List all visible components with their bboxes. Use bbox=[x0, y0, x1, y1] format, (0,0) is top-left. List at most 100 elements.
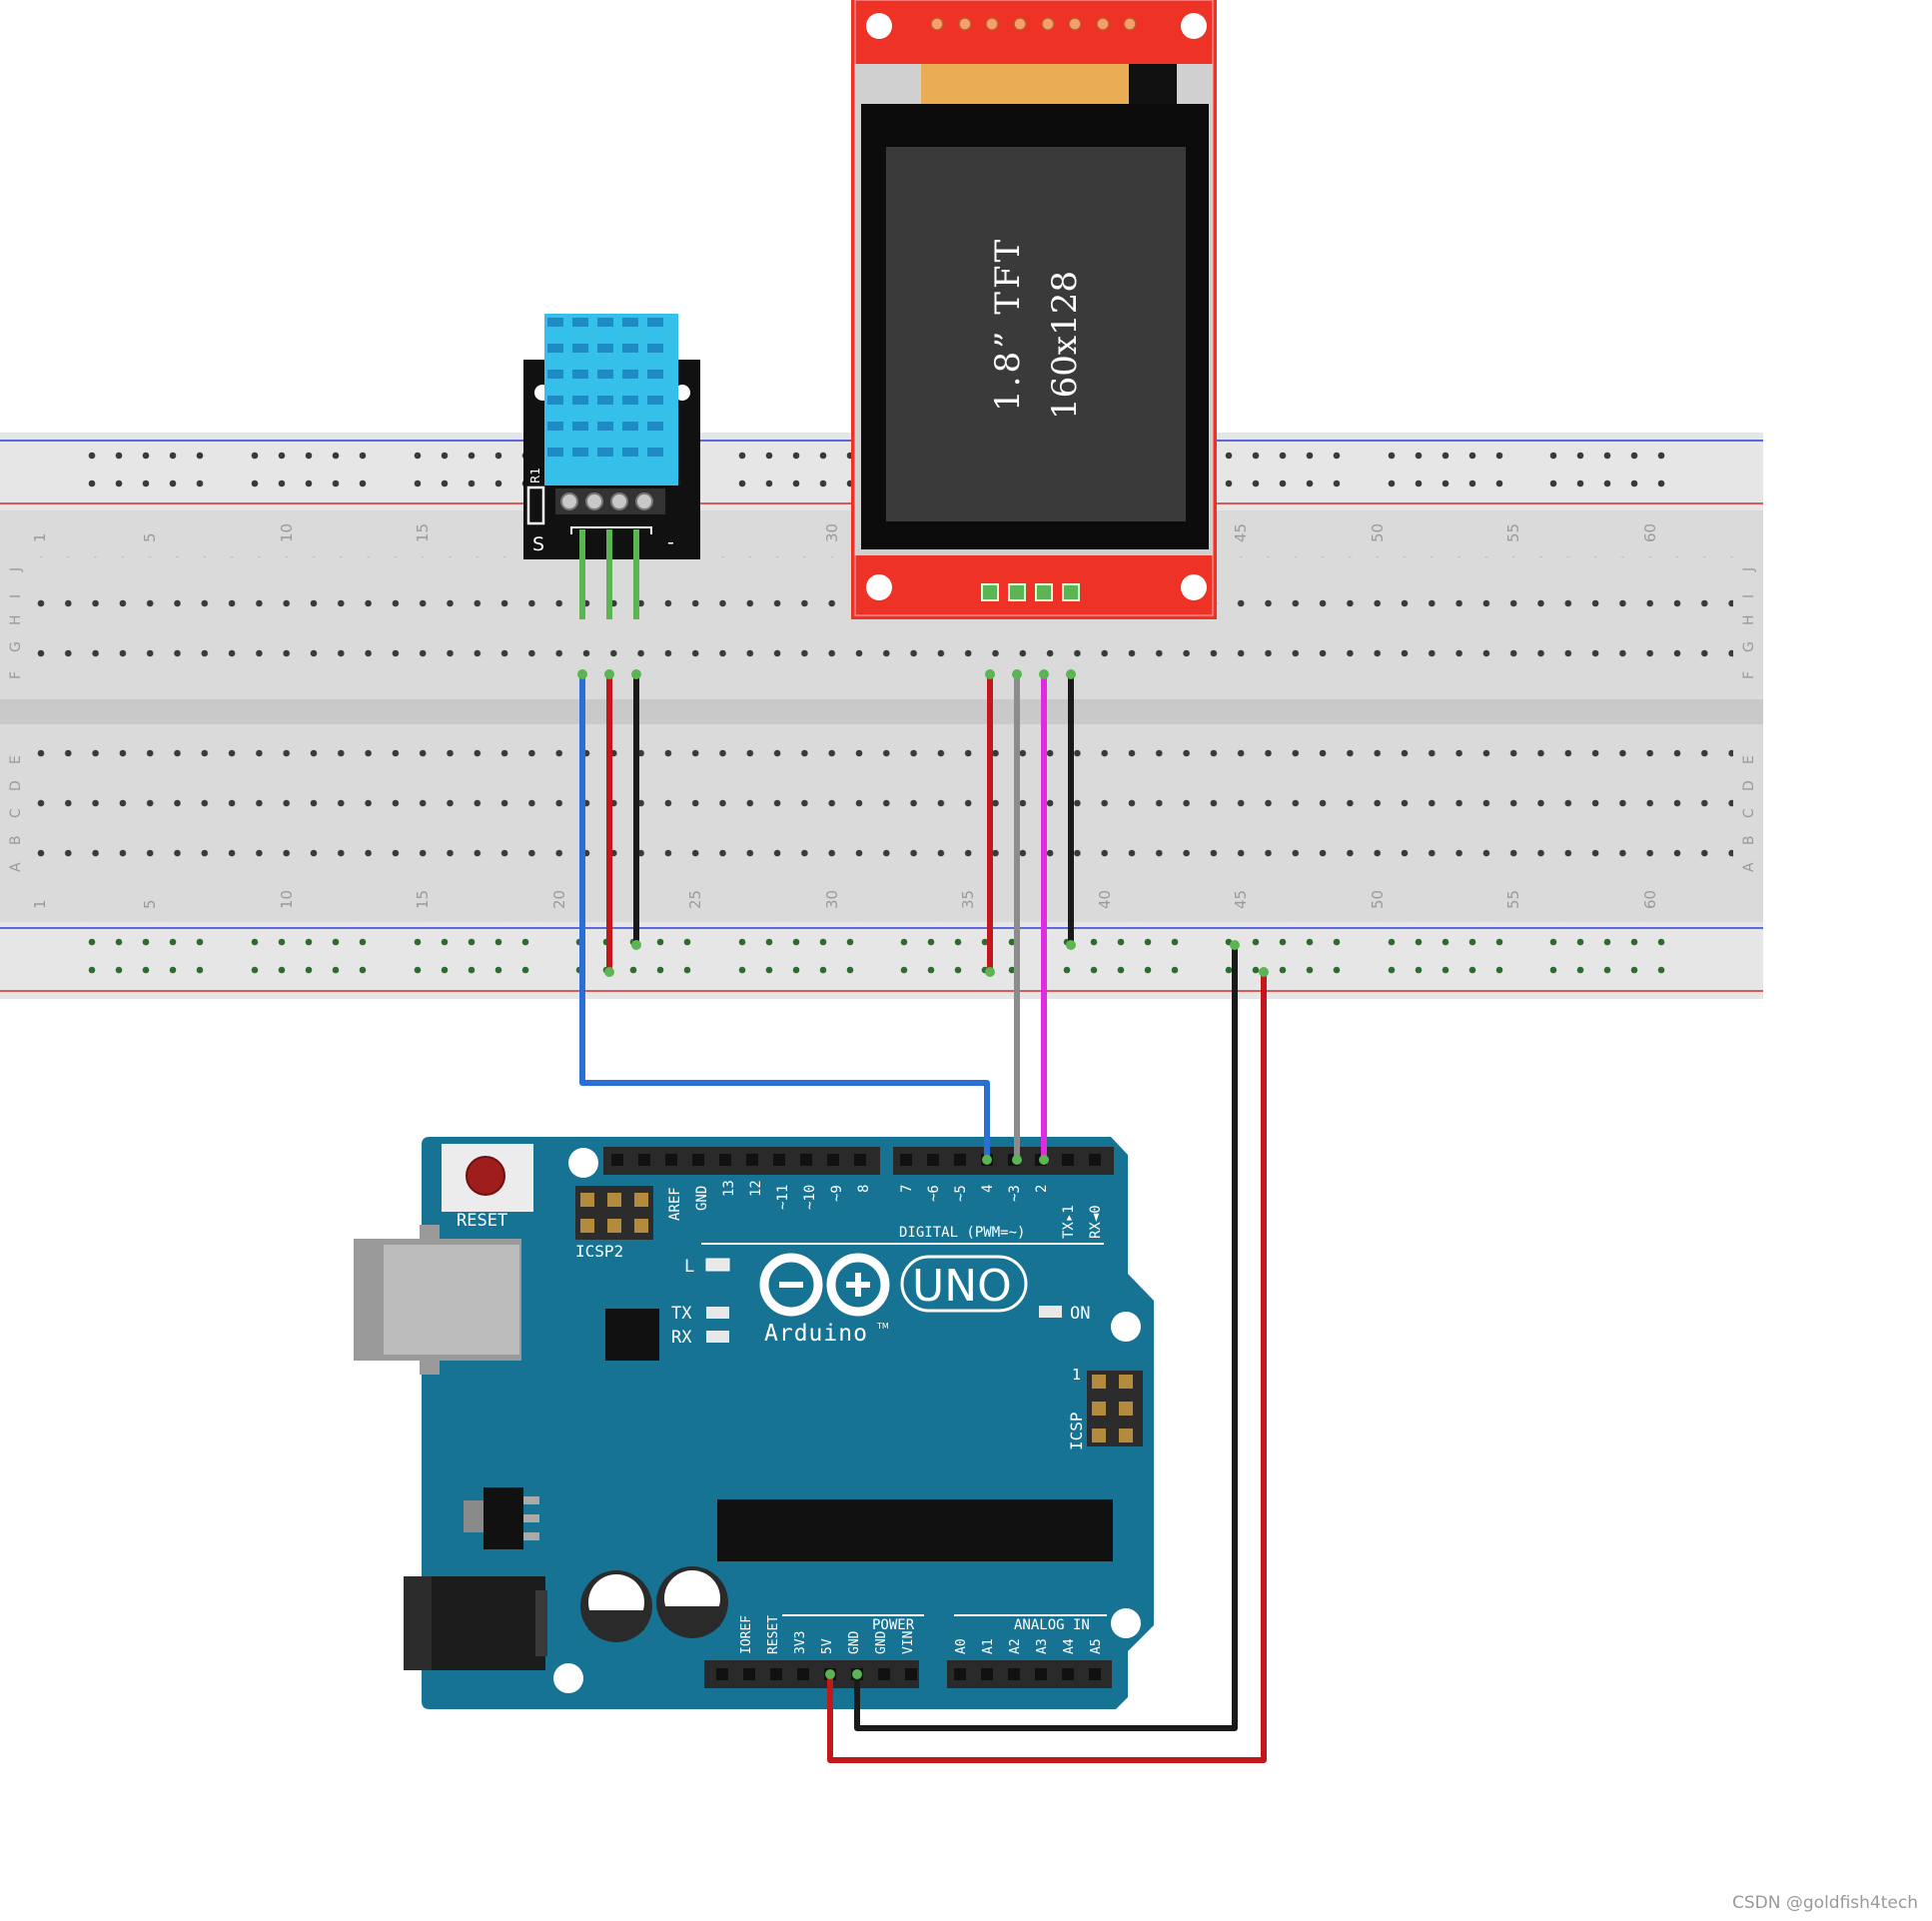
rail-hole bbox=[1333, 452, 1341, 460]
header-pin-socket[interactable] bbox=[665, 1154, 677, 1166]
header-pin-socket[interactable] bbox=[1008, 1668, 1020, 1680]
logo-plus-v bbox=[855, 1273, 861, 1297]
pin-label: 13 bbox=[721, 1180, 737, 1197]
row-letter: G bbox=[8, 641, 24, 652]
rail-hole bbox=[1306, 938, 1314, 946]
header-pin-socket[interactable] bbox=[743, 1668, 755, 1680]
header-pin-socket[interactable] bbox=[692, 1154, 704, 1166]
header-pin-socket[interactable] bbox=[797, 1668, 809, 1680]
rail-hole bbox=[305, 480, 313, 487]
row-letter: H bbox=[1741, 614, 1757, 625]
rail-hole bbox=[1008, 966, 1016, 974]
dht11-pad bbox=[560, 492, 578, 510]
header-pin-socket[interactable] bbox=[1062, 1668, 1074, 1680]
pin-label: A4 bbox=[1062, 1638, 1077, 1654]
rail-hole bbox=[521, 966, 529, 974]
row-letter: I bbox=[1741, 594, 1757, 598]
header-pin-socket[interactable] bbox=[1089, 1668, 1101, 1680]
rail-hole bbox=[1090, 966, 1098, 974]
header-pin-socket[interactable] bbox=[927, 1154, 939, 1166]
rail-hole bbox=[1549, 966, 1557, 974]
rail-hole bbox=[656, 966, 664, 974]
tft-size-label: 1.8” TFT bbox=[988, 237, 1028, 412]
header-pin-socket[interactable] bbox=[719, 1154, 731, 1166]
header-pin-socket[interactable] bbox=[611, 1154, 623, 1166]
rail-hole bbox=[1306, 966, 1314, 974]
dht11-pin-bracket bbox=[570, 526, 652, 534]
rail-hole bbox=[359, 480, 367, 487]
rail-hole bbox=[521, 938, 529, 946]
pin-label: ~11 bbox=[775, 1185, 791, 1210]
header-pin-socket[interactable] bbox=[981, 1668, 993, 1680]
header-pin-socket[interactable] bbox=[800, 1154, 812, 1166]
rail-hole bbox=[1442, 452, 1449, 460]
row-letter: J bbox=[1741, 567, 1757, 572]
rail-hole bbox=[765, 938, 773, 946]
rail-hole bbox=[900, 938, 908, 946]
rail-hole bbox=[142, 938, 150, 946]
led-tx bbox=[706, 1307, 729, 1319]
header-pin-socket[interactable] bbox=[638, 1154, 650, 1166]
column-number: 10 bbox=[278, 890, 296, 909]
rail-hole bbox=[1603, 966, 1611, 974]
rail-hole bbox=[1333, 480, 1341, 487]
header-pin-socket[interactable] bbox=[716, 1668, 728, 1680]
tft-resolution-label: 160x128 bbox=[1045, 271, 1085, 420]
rail-hole bbox=[683, 966, 691, 974]
rail-hole bbox=[359, 938, 367, 946]
column-number: 50 bbox=[1369, 523, 1387, 542]
dht11-module: R1 S - bbox=[523, 314, 700, 619]
tft-flex-connector bbox=[921, 64, 1131, 106]
column-number: 20 bbox=[550, 890, 568, 909]
header-pin-socket[interactable] bbox=[746, 1154, 758, 1166]
rail-hole bbox=[1468, 452, 1476, 460]
dht11-ground-label: - bbox=[667, 531, 674, 553]
rail-hole bbox=[1630, 452, 1638, 460]
pin-label: ~6 bbox=[926, 1185, 942, 1202]
row-letter: F bbox=[1741, 671, 1757, 679]
rail-hole bbox=[819, 966, 827, 974]
header-pin-socket[interactable] bbox=[1089, 1154, 1101, 1166]
logo-minus bbox=[779, 1282, 803, 1288]
row-letter: A bbox=[8, 862, 24, 872]
header-pin-socket[interactable] bbox=[770, 1668, 782, 1680]
rail-hole bbox=[1225, 480, 1233, 487]
rail-hole bbox=[1279, 452, 1287, 460]
header-pin-socket[interactable] bbox=[827, 1154, 839, 1166]
rail-hole bbox=[142, 966, 150, 974]
header-pin-socket[interactable] bbox=[1062, 1154, 1074, 1166]
terminal-strip-bottom bbox=[35, 749, 1733, 877]
row-letter: C bbox=[8, 808, 24, 818]
column-numbers-bottom: 1 5 10 15 20 25 30 35 40 45 50 55 60 bbox=[31, 890, 1659, 909]
rail-hole bbox=[900, 966, 908, 974]
rail-hole bbox=[1252, 452, 1260, 460]
pin-label: 5V bbox=[820, 1638, 835, 1654]
header-pin-socket[interactable] bbox=[900, 1154, 912, 1166]
header-pin-socket[interactable] bbox=[878, 1668, 890, 1680]
rail-hole bbox=[792, 480, 800, 487]
header-pin-socket[interactable] bbox=[905, 1668, 917, 1680]
row-letter: F bbox=[8, 671, 24, 679]
header-pin-socket[interactable] bbox=[1035, 1668, 1047, 1680]
rail-hole bbox=[954, 938, 962, 946]
rail-hole bbox=[142, 452, 150, 460]
tft-header-pins bbox=[981, 583, 1080, 601]
header-pin-socket[interactable] bbox=[773, 1154, 785, 1166]
rail-hole bbox=[88, 480, 96, 487]
rail-hole bbox=[142, 480, 150, 487]
rail-hole bbox=[468, 452, 476, 460]
rail-hole bbox=[683, 938, 691, 946]
arduino-board bbox=[422, 1137, 1154, 1709]
rail-hole bbox=[1388, 966, 1396, 974]
row-letter: B bbox=[8, 835, 24, 845]
rail-hole bbox=[441, 480, 449, 487]
header-pin-socket[interactable] bbox=[854, 1154, 866, 1166]
header-pin-socket[interactable] bbox=[954, 1668, 966, 1680]
rail-hole bbox=[1549, 452, 1557, 460]
reset-button[interactable] bbox=[466, 1156, 505, 1196]
header-pin-socket[interactable] bbox=[954, 1154, 966, 1166]
rail-hole bbox=[169, 452, 177, 460]
rail-hole bbox=[1576, 452, 1584, 460]
rail-hole bbox=[441, 452, 449, 460]
rail-hole bbox=[819, 938, 827, 946]
